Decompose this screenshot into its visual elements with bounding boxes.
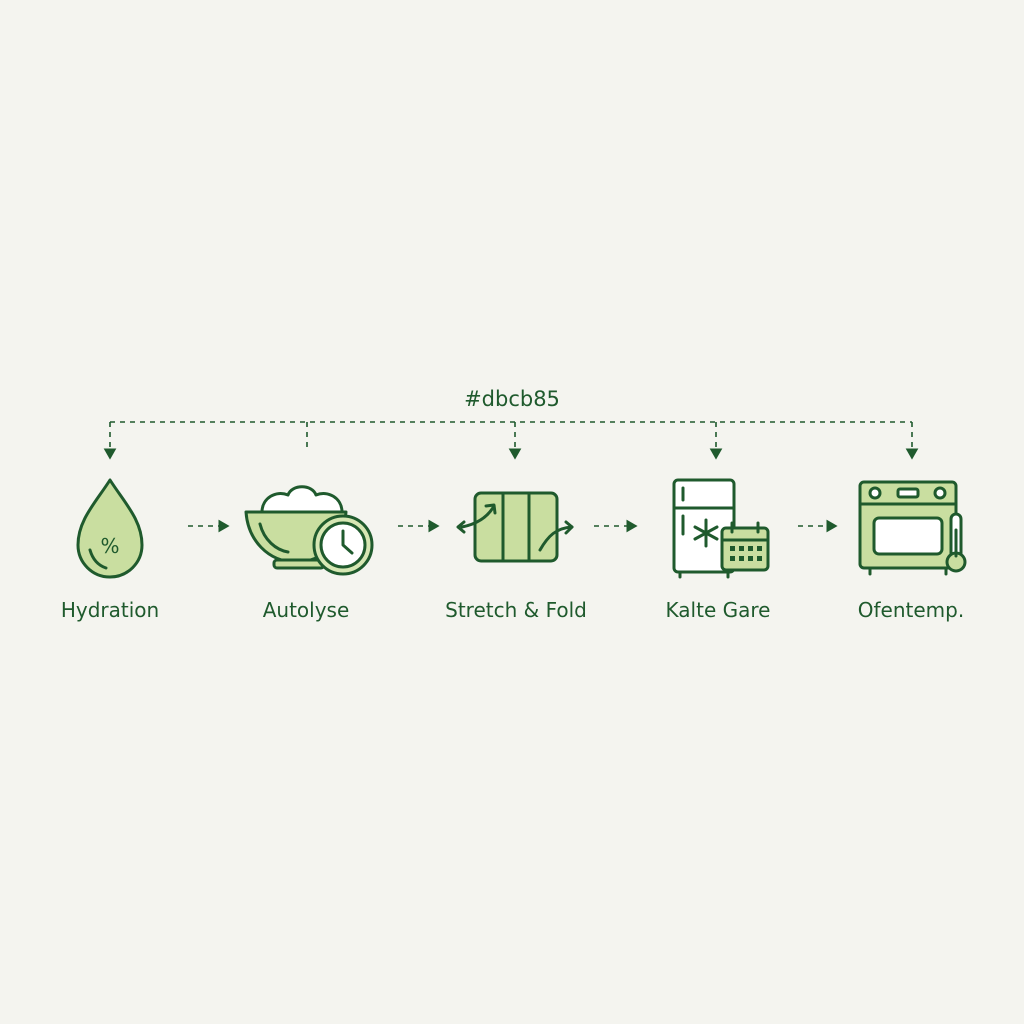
bowl-clock-icon: [244, 485, 374, 576]
step-kalte-gare: Kalte Gare: [666, 478, 771, 622]
snowflake-icon: [693, 518, 719, 548]
annotation-label: #dbcb85: [464, 387, 560, 411]
step-label-hydration: Hydration: [61, 598, 159, 622]
step-stretch-fold: Stretch & Fold: [445, 491, 587, 622]
svg-text:%: %: [100, 534, 119, 558]
stretch-fold-icon: [456, 491, 574, 563]
step-label-ofentemp: Ofentemp.: [858, 598, 964, 622]
step-label-stretch-fold: Stretch & Fold: [445, 598, 587, 622]
step-label-kalte-gare: Kalte Gare: [666, 598, 771, 622]
fridge-calendar-icon: [672, 478, 770, 579]
step-autolyse: Autolyse: [244, 485, 374, 622]
annotation-bracket: [103, 421, 919, 460]
step-label-autolyse: Autolyse: [263, 598, 350, 622]
oven-thermometer-icon: [858, 480, 967, 576]
step-hydration: % Hydration: [61, 478, 159, 622]
step-ofentemp: Ofentemp.: [858, 480, 967, 622]
water-drop-percent-icon: %: [76, 478, 144, 579]
